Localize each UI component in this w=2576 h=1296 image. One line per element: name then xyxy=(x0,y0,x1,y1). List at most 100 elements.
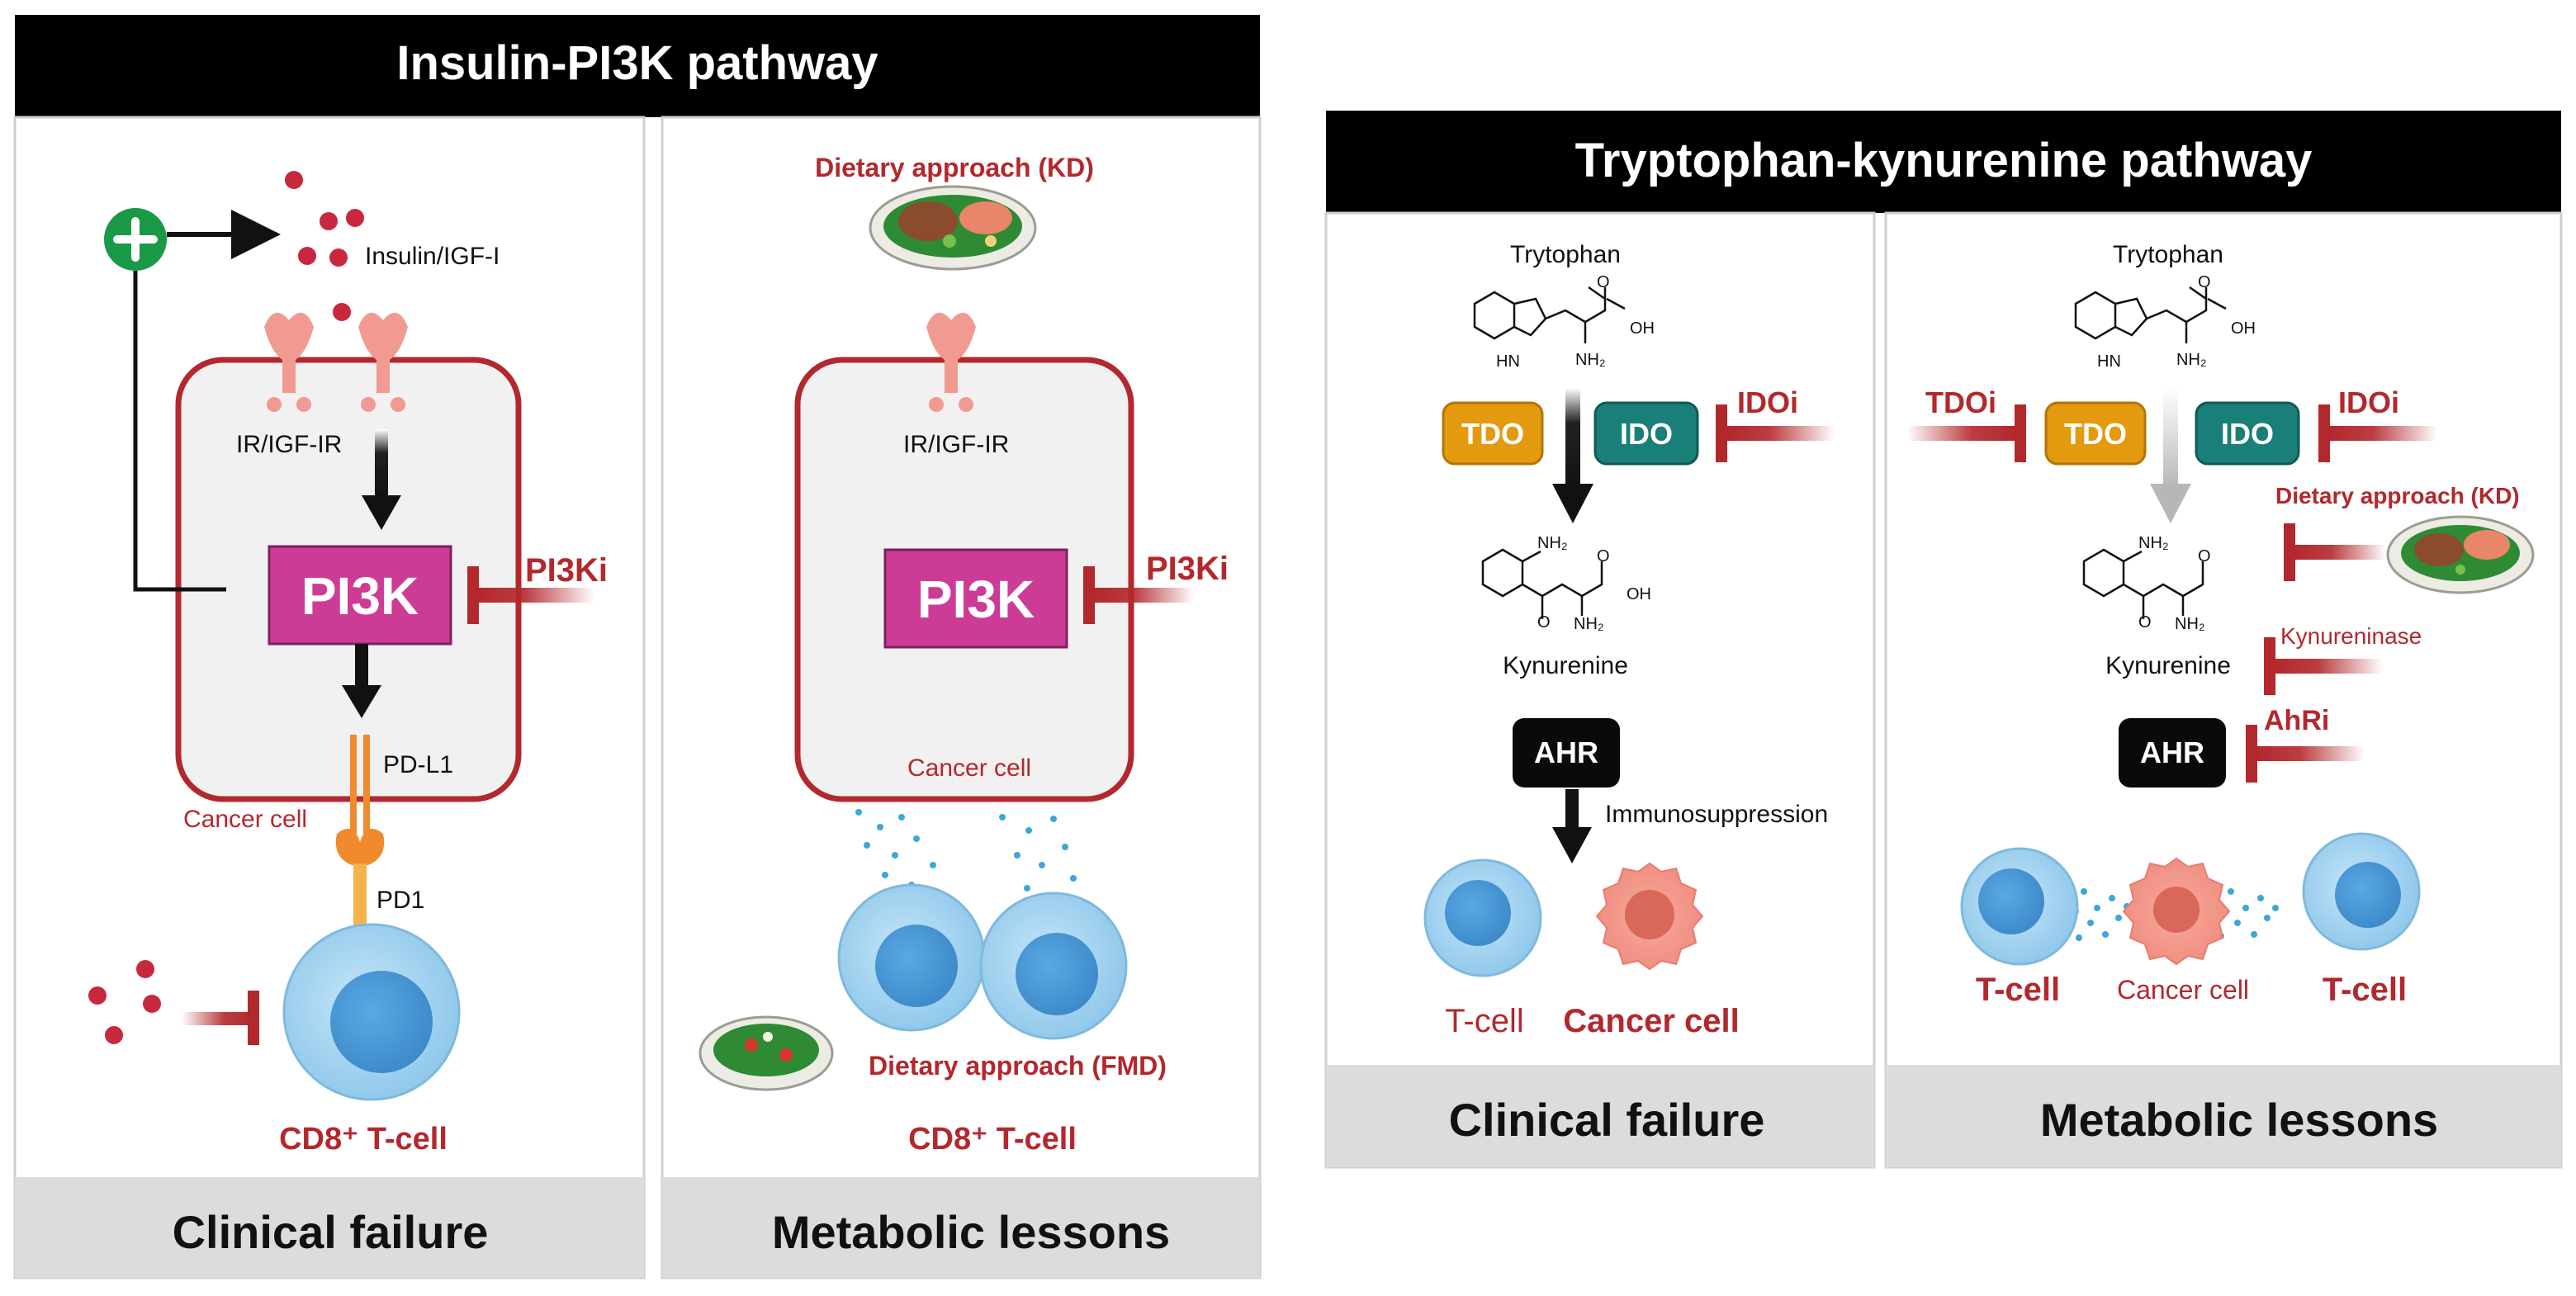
pi3k-node xyxy=(268,545,452,646)
ahri-inhibitor-bar xyxy=(2246,725,2257,783)
pdl1-stem-2 xyxy=(363,735,370,834)
tdo-label: TDO xyxy=(1461,417,1524,451)
metabolic-tk-cancer-cell-nucleus xyxy=(2153,887,2200,933)
metabolic-tk-tcell-right-label: T-cell xyxy=(2323,972,2407,1008)
insulin-label: Insulin/IGF-I xyxy=(365,243,500,270)
ahri-label: AhRi xyxy=(2264,705,2329,736)
tk-cancer-cell-label: Cancer cell xyxy=(1563,1003,1739,1039)
kynurenine-oh: OH xyxy=(1627,585,1651,603)
left-clinical-footer-bar xyxy=(15,1177,644,1278)
metabolic-ido-label: IDO xyxy=(2221,417,2274,451)
kynurenine-nh2-top: NH₂ xyxy=(1537,534,1568,552)
insulin-pi3k-panel: Insulin-PI3K pathway Clinical failure In… xyxy=(13,15,1262,1279)
tryptophan-hn: HN xyxy=(1496,352,1520,371)
kynurenine-o: O xyxy=(1537,613,1551,631)
metabolic-pi3ki-inhibitor-bar xyxy=(1083,566,1095,624)
metabolic-insulin-receptor xyxy=(926,312,976,412)
metabolic-pi3k-label: PI3K xyxy=(917,570,1035,629)
kynureninase-inhibitor-bar xyxy=(2264,637,2275,695)
right-panel-header xyxy=(1326,111,2561,213)
metabolic-tryptophan-arrow xyxy=(2150,484,2191,523)
right-metabolic-footer-bar xyxy=(1886,1065,2561,1167)
left-panel-header xyxy=(15,15,1260,117)
metabolic-tryptophan-hn: HN xyxy=(2097,352,2121,371)
insulin-particles xyxy=(285,171,364,321)
diet-kd-label: Dietary approach (KD) xyxy=(815,153,1094,182)
diet-fmd-label: Dietary approach (FMD) xyxy=(869,1051,1167,1081)
metabolic-ahr-node xyxy=(2119,718,2226,788)
left-metabolic-footer-bar xyxy=(662,1177,1260,1278)
metabolic-kynurenine-label: Kynurenine xyxy=(2105,652,2231,679)
metabolic-tryptophan-o: O xyxy=(2198,273,2211,291)
metabolic-kynurenine-o: O xyxy=(2138,613,2152,631)
tk-cancer-cell-nucleus xyxy=(1625,890,1674,939)
metabolic-receptor-label: IR/IGF-IR xyxy=(903,431,1009,458)
tdo-node xyxy=(1442,401,1544,466)
tryptophan-o: O xyxy=(1597,273,1610,291)
ahr-node xyxy=(1513,718,1620,788)
left-metabolic-column: Metabolic lessons Dietary approach (KD) … xyxy=(661,116,1262,1279)
tryptophan-to-kynurenine-arrow xyxy=(1552,484,1593,523)
left-metabolic-footer: Metabolic lessons xyxy=(772,1206,1170,1258)
metabolic-kynurenine-structure xyxy=(2082,548,2204,619)
feedback-loop-line xyxy=(133,271,226,592)
metabolic-kynurenine-nh2: NH₂ xyxy=(2175,615,2205,633)
metabolic-tk-tcell-left-nucleus xyxy=(1978,868,2044,934)
pi3ki-label: PI3Ki xyxy=(525,552,608,589)
metabolic-diet-kd-label: Dietary approach (KD) xyxy=(2275,483,2520,508)
tdoi-inhibitor-bar xyxy=(2015,404,2026,462)
insulin-particles-tcell xyxy=(88,960,161,1044)
metabolic-tcell-1-nucleus xyxy=(875,925,958,1007)
right-clinical-footer: Clinical failure xyxy=(1449,1094,1765,1146)
tryptophan-kynurenine-panel: Tryptophan-kynurenine pathway Clinical f… xyxy=(1324,111,2563,1169)
right-metabolic-column: Metabolic lessons Trytophan HN NH₂ OH O … xyxy=(1884,211,2563,1169)
metabolic-kynurenine-o-acid: O xyxy=(2198,547,2211,565)
kynureninase-label: Kynureninase xyxy=(2280,623,2422,649)
tryptophan-label: Trytophan xyxy=(1510,241,1621,268)
right-clinical-column: Clinical failure Trytophan HN NH₂ OH O T… xyxy=(1324,211,1876,1169)
insulin-receptor-1 xyxy=(264,312,314,412)
diet-kd-inhibitor-bar xyxy=(2284,523,2295,581)
receptor-label: IR/IGF-IR xyxy=(236,431,342,458)
metabolic-tryptophan-structure xyxy=(2074,286,2227,343)
ahr-label: AHR xyxy=(1534,736,1598,769)
metabolic-ahr-label: AHR xyxy=(2140,736,2204,769)
receptor-to-pi3k-arrow xyxy=(362,495,401,530)
metabolic-pi3k-node xyxy=(883,548,1068,649)
metabolic-tk-tcell-left-label: T-cell xyxy=(1976,972,2060,1008)
idoi-label: IDOi xyxy=(1737,385,1798,419)
cd8-tcell-label: CD8⁺ T-cell xyxy=(279,1122,447,1156)
right-metabolic-footer: Metabolic lessons xyxy=(2040,1094,2438,1146)
metabolic-kd-food-plate xyxy=(2386,515,2535,594)
immunosuppression-label: Immunosuppression xyxy=(1605,801,1828,828)
kynurenine-structure xyxy=(1481,548,1603,619)
metabolic-idoi-label: IDOi xyxy=(2338,385,2399,419)
metabolic-tryptophan-nh2: NH₂ xyxy=(2176,351,2207,369)
plus-icon-glyph xyxy=(113,217,158,262)
insulin-tcell-inhibition-bar xyxy=(248,991,259,1045)
ahr-downstream-arrow xyxy=(1552,827,1592,863)
tk-tcell-label: T-cell xyxy=(1445,1003,1524,1039)
metabolic-tcell-2-nucleus xyxy=(1016,933,1098,1015)
right-clinical-footer-bar xyxy=(1326,1065,1874,1167)
tdoi-label: TDOi xyxy=(1925,385,1996,419)
pi3ki-inhibitor-bar xyxy=(467,566,479,624)
ido-node xyxy=(1593,401,1699,466)
idoi-inhibitor-bar xyxy=(1716,404,1727,462)
left-clinical-footer: Clinical failure xyxy=(173,1206,489,1258)
metabolic-tdo-node xyxy=(2044,401,2147,466)
right-panel-title: Tryptophan-kynurenine pathway xyxy=(1575,134,2313,187)
pd1-receptor xyxy=(335,828,385,865)
metabolic-cd8-tcell-label: CD8⁺ T-cell xyxy=(908,1122,1077,1156)
ido-label: IDO xyxy=(1620,417,1673,451)
fmd-food-plate xyxy=(698,1015,834,1091)
left-clinical-column: Clinical failure Insulin/IGF-I xyxy=(13,116,646,1279)
pi3k-label: PI3K xyxy=(301,566,419,626)
tk-tcell-nucleus xyxy=(1445,880,1511,946)
kynurenine-o-acid: O xyxy=(1597,547,1610,565)
metabolic-tk-tcell-right-nucleus xyxy=(2335,862,2401,928)
metabolic-ido-node xyxy=(2195,401,2300,466)
insulin-receptor-2 xyxy=(358,312,408,412)
pdl1-stem-1 xyxy=(350,735,357,834)
metabolic-tryptophan-label: Trytophan xyxy=(2113,241,2223,268)
